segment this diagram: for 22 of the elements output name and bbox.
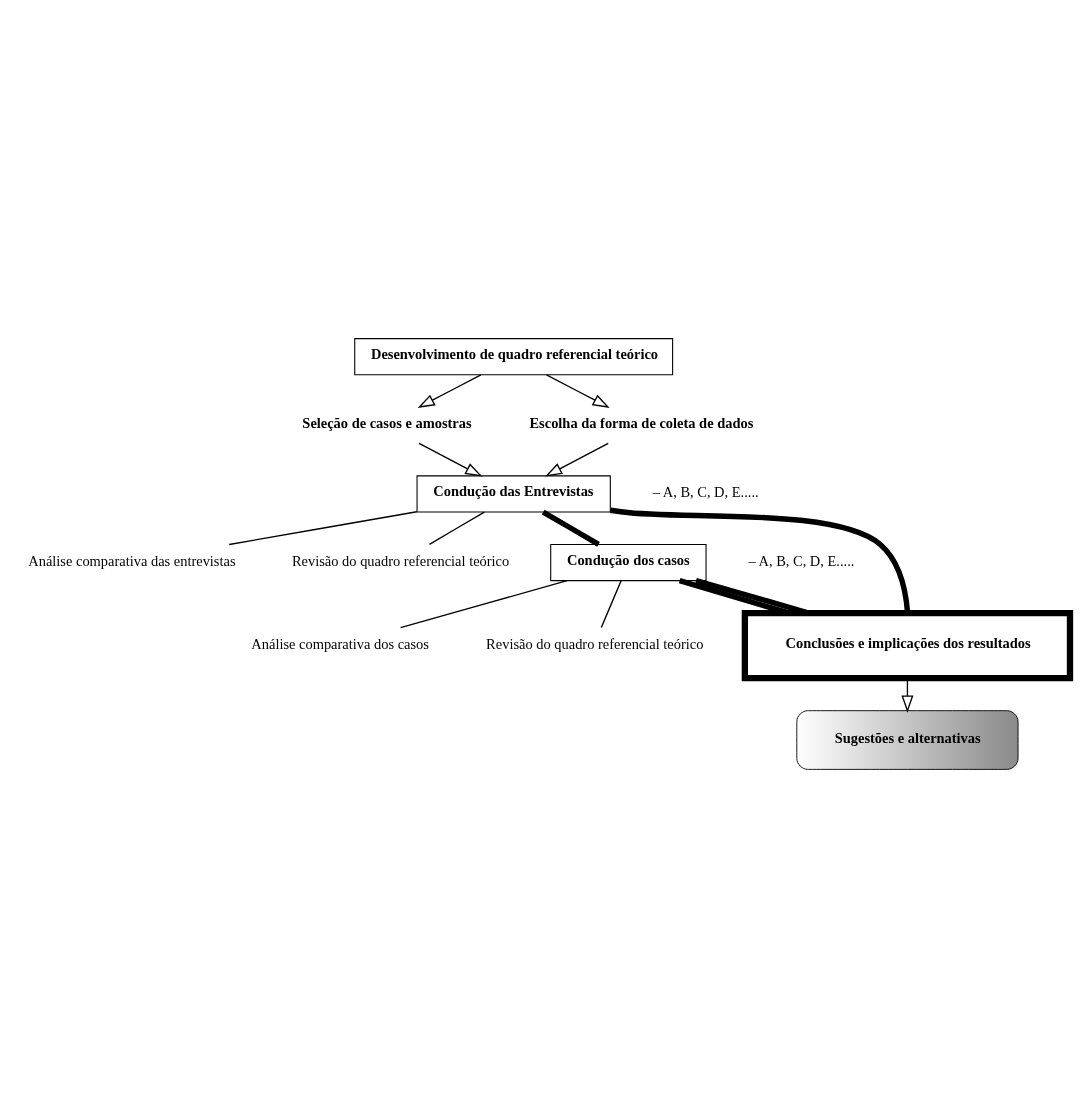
arrow <box>417 374 482 408</box>
arrow <box>545 442 609 477</box>
connector <box>399 580 568 629</box>
node-box: Sugestões e alternativas <box>796 710 1019 770</box>
node-label: – A, B, C, D, E..... <box>748 553 855 570</box>
node-label: – A, B, C, D, E..... <box>652 484 759 501</box>
node-text: Revisão do quadro referencial teórico <box>486 636 704 653</box>
node-text: Seleção de casos e amostras <box>302 414 472 431</box>
node-text: Análise comparativa das entrevistas <box>28 553 236 570</box>
node-box: Condução das Entrevistas <box>416 475 611 513</box>
connector <box>428 511 486 545</box>
node-text: Análise comparativa dos casos <box>251 636 429 653</box>
arrow <box>545 374 610 408</box>
node-box: Conclusões e implicações dos resultados <box>741 610 1074 682</box>
node-box: Desenvolvimento de quadro referencial teórico <box>354 338 674 376</box>
node-text: Escolha da forma de coleta de dados <box>529 414 754 431</box>
connector <box>600 580 622 629</box>
connector <box>228 511 418 546</box>
connector <box>541 509 600 547</box>
arrow <box>418 442 483 477</box>
node-text: Revisão do quadro referencial teórico <box>291 553 510 570</box>
node-box: Condução dos casos <box>550 544 707 582</box>
